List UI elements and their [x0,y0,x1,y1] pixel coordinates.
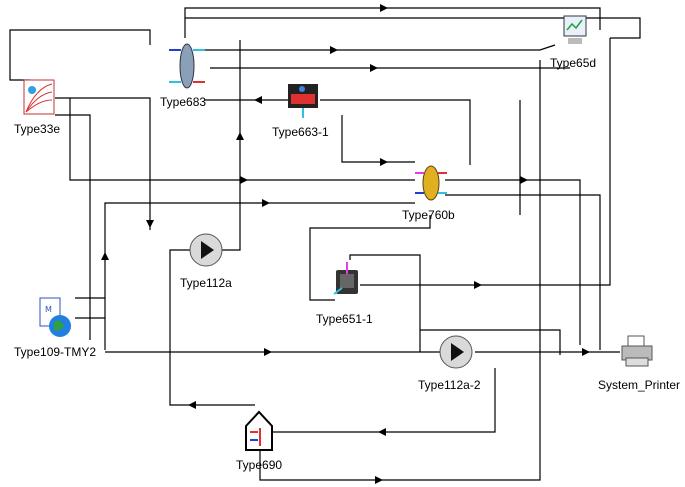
type663-component[interactable] [286,80,322,120]
printer-component[interactable] [620,334,654,370]
arrow-13 [188,401,196,409]
arrow-16 [146,220,154,228]
wire-top-loop [184,7,601,38]
wire-663-right [320,99,471,165]
wire-760b-left [104,202,415,350]
type109-label: Type109-TMY2 [14,345,97,359]
type651-label: Type651-1 [316,312,373,326]
type33e-label: Type33e [14,122,61,136]
wire-pump2-down [270,368,496,433]
type112a2-component[interactable] [438,334,474,370]
svg-text:M: M [45,305,52,314]
wire-690-left [169,249,255,406]
printer-label: System_Printer [598,378,681,392]
wire-760b-right [445,179,581,345]
wire-33e-down [69,98,415,181]
arrow-8 [262,199,270,207]
wire-651-right [360,38,611,286]
wire-33e-right [55,97,151,230]
arrow-11 [474,281,482,289]
wire-33e-return [55,114,91,340]
type760b-label: Type760b [402,208,455,222]
arrow-6 [240,176,248,184]
arrow-15 [101,252,109,260]
type112a-component[interactable] [188,232,224,268]
wire-760b-65d [445,194,601,350]
wire-left-loop [9,29,151,81]
type112a-label: Type112a [180,276,232,290]
type683-label: Type683 [160,95,207,109]
type65d-label: Type65d [550,56,597,70]
type690-label: Type690 [236,458,283,472]
psychrometrics-icon [23,79,55,115]
humidifier-icon [333,262,358,295]
wire-690-bottom [259,60,541,481]
arrow-4 [254,96,262,104]
arrow-10 [582,348,590,356]
wire-760b-down [309,215,431,301]
wire-top-loop2 [185,17,641,39]
pump-icon [189,233,223,267]
type33e-component[interactable] [22,78,56,118]
wire-651-up [349,254,421,352]
arrow-9 [264,348,272,356]
type690-component[interactable] [242,408,276,452]
online-plotter-icon [563,15,587,44]
arrow-14 [375,476,383,484]
type760b-component[interactable] [414,163,448,203]
type663-label: Type663-1 [272,125,329,139]
heat-exchanger-icon [169,43,205,89]
pump-icon [439,335,473,369]
heat-recovery-wheel-icon [415,165,447,201]
arrow-2 [330,46,338,54]
type683-component[interactable] [167,40,207,92]
wire-651-pump [420,329,561,355]
arrow-12 [378,428,386,436]
type65d-component[interactable] [560,14,590,50]
building-zone-icon [245,410,273,451]
type109-component[interactable]: M [36,296,74,340]
type112a2-label: Type112a-2 [418,378,481,392]
mixing-valve-icon [288,84,318,118]
arrow-3 [370,64,378,72]
type651-component[interactable] [332,260,362,298]
printer-icon [621,335,653,367]
arrow-1 [380,4,388,12]
wire-683-down [215,40,241,251]
arrow-7 [520,176,528,184]
arrow-5 [380,158,388,166]
wire-683-65d [200,44,556,51]
arrow-17 [236,132,244,140]
weather-data-icon: M [39,297,71,337]
wire-663-down [341,115,415,163]
